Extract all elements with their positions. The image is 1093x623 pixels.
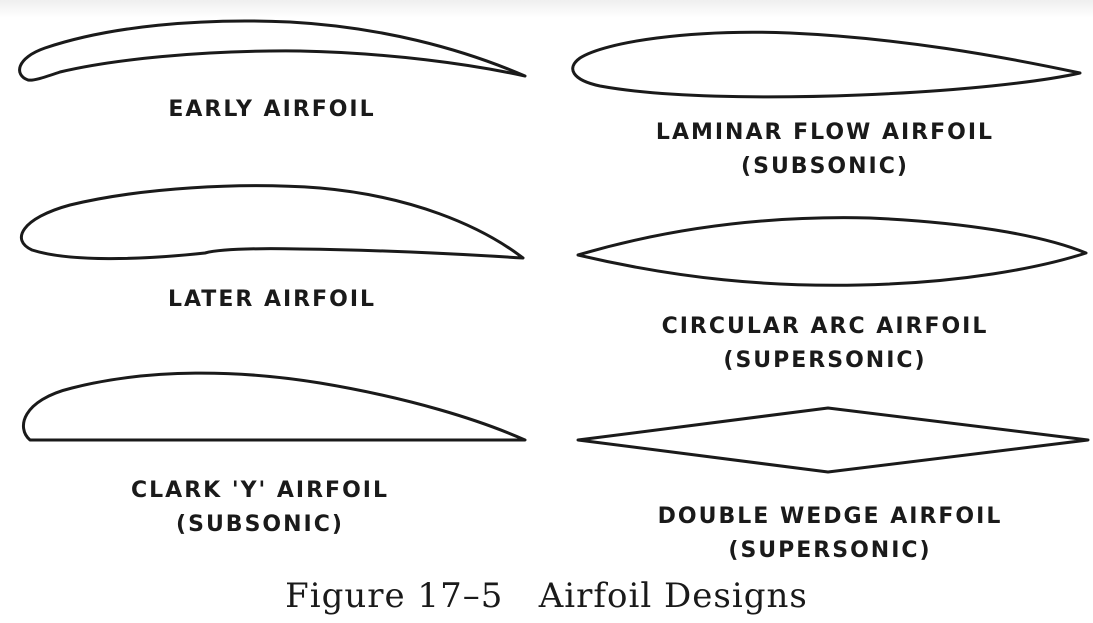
early-airfoil-name: EARLY AIRFOIL (168, 97, 376, 122)
laminar-flow-airfoil-note: (SUBSONIC) (741, 154, 909, 179)
clark-y-airfoil-shape (21, 371, 527, 442)
circular-arc-airfoil-label: CIRCULAR ARC AIRFOIL (SUPERSONIC) (590, 310, 1060, 378)
double-wedge-airfoil-shape (576, 406, 1090, 474)
double-wedge-airfoil-note: (SUPERSONIC) (728, 538, 932, 563)
figure-caption: Figure 17–5 Airfoil Designs (285, 576, 808, 616)
laminar-flow-airfoil-name: LAMINAR FLOW AIRFOIL (655, 120, 995, 145)
circular-arc-airfoil-note: (SUPERSONIC) (723, 348, 927, 373)
later-airfoil-shape (19, 184, 525, 261)
clark-y-airfoil-label: CLARK 'Y' AIRFOIL (SUBSONIC) (40, 474, 480, 542)
scan-edge-shade (0, 0, 1093, 18)
laminar-flow-airfoil-label: LAMINAR FLOW AIRFOIL (SUBSONIC) (585, 116, 1065, 184)
circular-arc-airfoil-shape (576, 216, 1088, 287)
clark-y-airfoil-name: CLARK 'Y' AIRFOIL (131, 478, 389, 503)
double-wedge-airfoil-name: DOUBLE WEDGE AIRFOIL (657, 504, 1003, 529)
clark-y-airfoil-note: (SUBSONIC) (176, 512, 344, 537)
early-airfoil-label: EARLY AIRFOIL (62, 93, 482, 127)
later-airfoil-name: LATER AIRFOIL (167, 287, 377, 312)
early-airfoil-shape (18, 19, 527, 82)
laminar-flow-airfoil-shape (571, 30, 1082, 99)
circular-arc-airfoil-name: CIRCULAR ARC AIRFOIL (661, 314, 989, 339)
later-airfoil-label: LATER AIRFOIL (62, 283, 482, 317)
double-wedge-airfoil-label: DOUBLE WEDGE AIRFOIL (SUPERSONIC) (600, 500, 1060, 568)
